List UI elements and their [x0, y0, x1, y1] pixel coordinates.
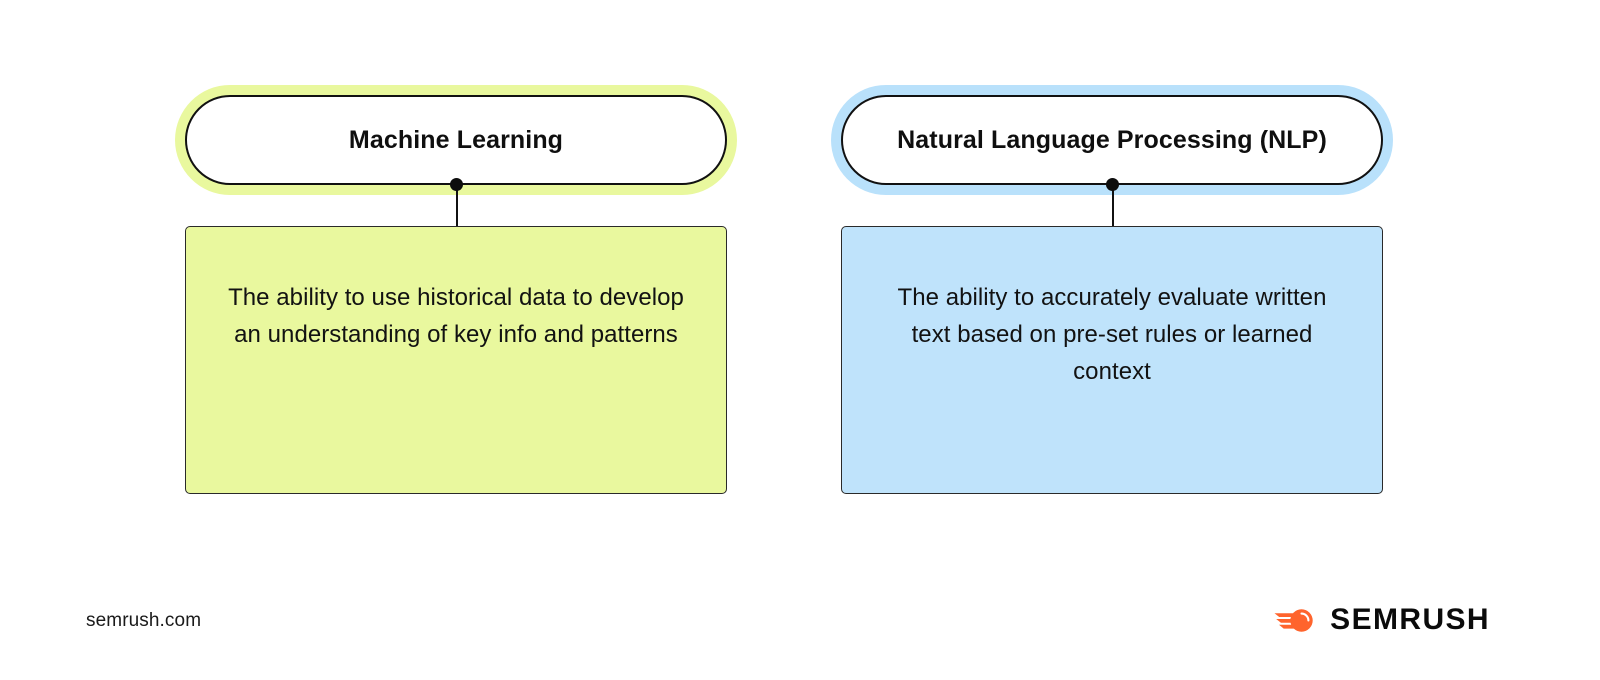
semrush-comet-icon [1274, 609, 1313, 632]
concept-title-label: Natural Language Processing (NLP) [897, 125, 1327, 154]
concept-panel-machine-learning: The ability to use historical data to de… [185, 226, 727, 494]
concept-description: The ability to use historical data to de… [228, 284, 684, 348]
concept-group-natural-language-processing: Natural Language Processing (NLP) The ab… [831, 0, 1396, 520]
concept-group-machine-learning: Machine Learning The ability to use hist… [175, 0, 740, 520]
concept-description: The ability to accurately evaluate writt… [897, 284, 1327, 385]
connector-line [1112, 183, 1114, 228]
source-url-label: semrush.com [86, 610, 202, 631]
connector-dot-icon [450, 178, 463, 191]
semrush-logo: SEMRUSH [1274, 604, 1490, 636]
semrush-wordmark: SEMRUSH [1330, 603, 1490, 636]
connector-dot-icon [1106, 178, 1119, 191]
concept-title-pill-machine-learning[interactable]: Machine Learning [185, 95, 727, 185]
concept-panel-natural-language-processing: The ability to accurately evaluate writt… [841, 226, 1383, 494]
concept-title-pill-natural-language-processing[interactable]: Natural Language Processing (NLP) [841, 95, 1383, 185]
connector-line [456, 183, 458, 228]
concept-title-label: Machine Learning [348, 125, 564, 154]
